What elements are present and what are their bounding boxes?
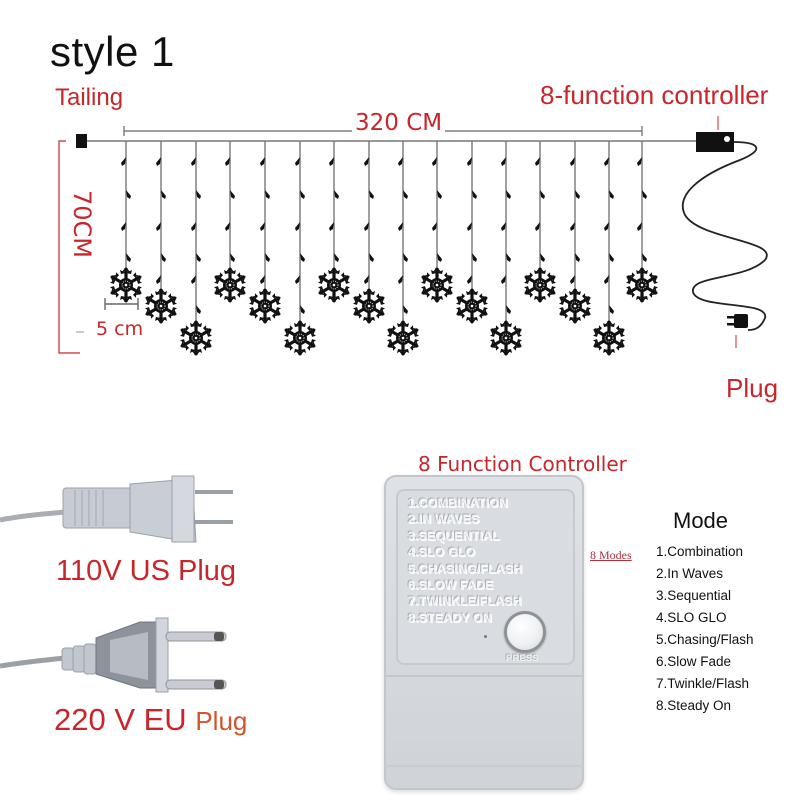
device-mode-item: 1.COMBINATION — [408, 496, 509, 510]
mode-item: 6.Slow Fade — [656, 654, 732, 669]
device-seam — [384, 765, 584, 767]
page-title: style 1 — [50, 28, 175, 75]
height-bracket — [58, 140, 80, 354]
device-mode-item: 5.CHASING/FLASH — [408, 561, 523, 576]
tail-connector-icon — [76, 134, 87, 148]
press-button[interactable] — [504, 611, 546, 653]
height-dimension-label: 70CM — [68, 190, 96, 259]
mode-title: Mode — [673, 508, 729, 533]
mode-item: 7.Twinkle/Flash — [656, 676, 750, 691]
plug-label: Plug — [726, 373, 779, 403]
device-mode-item: 6.SLOW FADE — [408, 578, 494, 593]
mode-item: 3.Sequential — [656, 588, 732, 603]
power-cable — [682, 141, 768, 331]
tailing-label: Tailing — [55, 84, 124, 111]
us-plug-label: 110V US Plug — [56, 555, 237, 587]
eu-plug-suffix: Plug — [195, 706, 248, 736]
plug-icon — [727, 314, 748, 348]
spacing-dimension-label: 5 cm — [96, 318, 144, 340]
width-dimension-label: 320 CM — [352, 110, 446, 136]
mode-item: 4.SLO GLO — [656, 610, 727, 625]
mode-list: 1.Combination 2.In Waves 3.Sequential 4.… — [656, 541, 754, 717]
device-mode-item: 8.STEADY ON — [408, 610, 492, 625]
controller-label: 8-function controller — [540, 80, 769, 110]
device-mode-item: 3.SEQUENTIAL — [408, 528, 500, 543]
mode-item: 1.Combination — [656, 544, 744, 559]
press-label: PRESS — [506, 653, 540, 663]
controller-box-icon — [696, 116, 734, 152]
mode-item: 5.Chasing/Flash — [656, 632, 754, 647]
device-mode-item: 7.TWINKLE/FLASH — [408, 594, 522, 609]
snowflakes — [107, 267, 660, 356]
device-mode-list: 1.COMBINATION 2.IN WAVES 3.SEQUENTIAL 4.… — [408, 495, 522, 626]
us-plug-icon — [0, 475, 233, 543]
strands — [125, 141, 643, 334]
indicator-hole — [484, 635, 487, 638]
bulbs — [121, 157, 647, 314]
eu-plug-label: 220 V EU Plug — [54, 702, 247, 738]
mode-item: 2.In Waves — [656, 566, 724, 581]
curtain-light-diagram — [58, 116, 768, 420]
controller-device: 1.COMBINATION 2.IN WAVES 3.SEQUENTIAL 4.… — [384, 475, 584, 790]
device-mode-item: 2.IN WAVES — [408, 512, 480, 527]
eight-modes-connector-label: 8 Modes — [590, 548, 632, 562]
device-mode-item: 4.SLO GLO — [408, 545, 476, 560]
eu-plug-icon — [0, 617, 227, 693]
controller-section-title: 8 Function Controller — [418, 452, 627, 476]
mode-item: 8.Steady On — [656, 698, 732, 713]
device-seam — [384, 675, 584, 677]
eu-plug-voltage: 220 V EU — [54, 702, 187, 737]
